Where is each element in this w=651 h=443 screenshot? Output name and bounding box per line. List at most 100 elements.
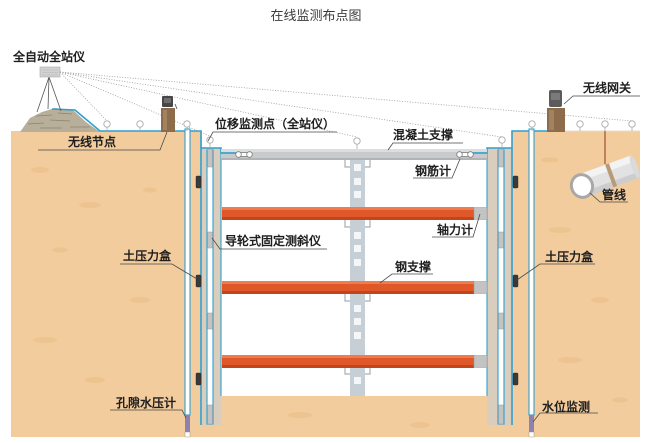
strut-highlight [222,281,474,284]
monitoring-points [103,120,636,149]
soil-speck [410,422,430,428]
column-bracket [344,294,371,302]
total-station-sight-lines [59,71,633,138]
soil-speck [85,377,105,383]
column-bracket [344,160,371,168]
leader-axial-force-meter [432,213,481,238]
soil-speck [52,247,68,253]
tripod-leg [36,76,50,113]
earth-pressure-cells-right [512,175,519,386]
wall-inclinometer-tube-left [206,149,214,425]
inclinometer-sensors-right [498,148,504,425]
stone-line [57,112,73,115]
prism-marker-icon [353,137,361,149]
label-earth-pressure-cell-left: 土压力盒 [123,248,172,263]
column-window [354,259,361,266]
label-total-station: 全自动全站仪 [12,49,86,64]
pipe-icon [569,155,640,199]
prism-marker-icon [498,136,506,148]
leader-rebar-meter [413,158,461,179]
total-station-icon [36,66,62,113]
tube-tip-right [528,431,535,438]
tripod-leg [48,76,62,112]
soil-speck [612,397,628,403]
leader-steel-support [379,273,433,284]
inclinometer-sensor [207,404,213,425]
label-wireless-node: 无线节点 [67,134,116,149]
strut-highlight [222,207,474,210]
earth-pressure-cell-icon [512,372,519,386]
strut-shadow [222,291,474,294]
marker-head [103,120,111,128]
steel-support-strut-1 [222,207,488,220]
pipe-shadow [584,172,639,198]
soil-speck [591,297,609,303]
column-window [354,332,361,339]
inclinometer-sensor [498,231,504,249]
steel-support-strut-3 [222,355,488,368]
inclinometer-sensor [498,312,504,330]
pipe-opening [569,173,595,199]
label-pipeline: 管线 [602,187,626,202]
axial-force-meter-icon [473,355,488,368]
earth-pressure-cell-icon [195,175,202,189]
leader-earth-pressure-left [120,263,198,280]
gateway-panel [551,93,560,100]
leader-wireless-gateway [563,95,640,105]
ground-outline-left [51,108,202,425]
node-antenna [174,103,178,110]
marker-head [353,137,361,145]
column-windows [354,164,361,384]
column-brackets [344,160,371,375]
marker-head [528,120,536,128]
leader-pore-water-piezometer [110,409,187,419]
column-bracket [344,220,371,228]
stone-line [35,114,53,117]
tripod-leg [47,76,50,110]
leader-pipeline [589,192,628,203]
gateway-box-shade [549,110,554,130]
column-window [354,178,361,185]
steel-support-strut-2 [222,281,488,294]
rebar-meter-end [246,151,253,158]
strut-body [222,355,474,368]
label-pore-water-piezometer: 孔隙水压计 [116,395,176,410]
marker-head [601,120,609,128]
rebar-meter-icon [235,151,253,158]
inclinometer-sensor [498,404,504,425]
marker-head [576,120,584,128]
prism-marker-icon [136,120,144,131]
label-concrete-support: 混凝土支撑 [393,127,453,142]
rebar-meter-end [467,151,474,158]
diagram-title: 在线监测布点图 [270,9,361,24]
leader-earth-pressure-right [516,263,595,281]
tube-tip-left [184,431,191,438]
concrete-beam-highlight [221,149,487,152]
wireless-node-icon [161,96,178,132]
strut-body [222,281,474,294]
soil-speck [143,187,157,193]
marker-head [628,120,636,128]
total-station-body [39,66,61,78]
label-inclinometer: 导轮式固定测斜仪 [225,233,322,248]
earth-pressure-cell-icon [195,372,202,386]
prism-marker-icon [628,120,636,131]
concrete-support-beam [221,149,487,160]
earth-pressure-cells-left [195,175,202,386]
sight-line [59,71,108,122]
strut-shadow [222,365,474,368]
label-rebar-meter: 钢筋计 [415,163,451,178]
pipe-highlight [577,155,633,182]
soil-speck [549,227,571,233]
concrete-beam-body [221,149,487,160]
label-steel-support: 钢支撑 [395,259,431,274]
column-window [354,305,361,312]
earth-pressure-cell-icon [195,274,202,288]
stone-line [27,122,45,125]
marker-head [136,120,144,128]
label-water-level-monitor: 水位监测 [542,399,590,414]
soil-tube-right [528,128,535,416]
prism-marker-icon [601,120,609,131]
strut-highlight [222,355,474,358]
